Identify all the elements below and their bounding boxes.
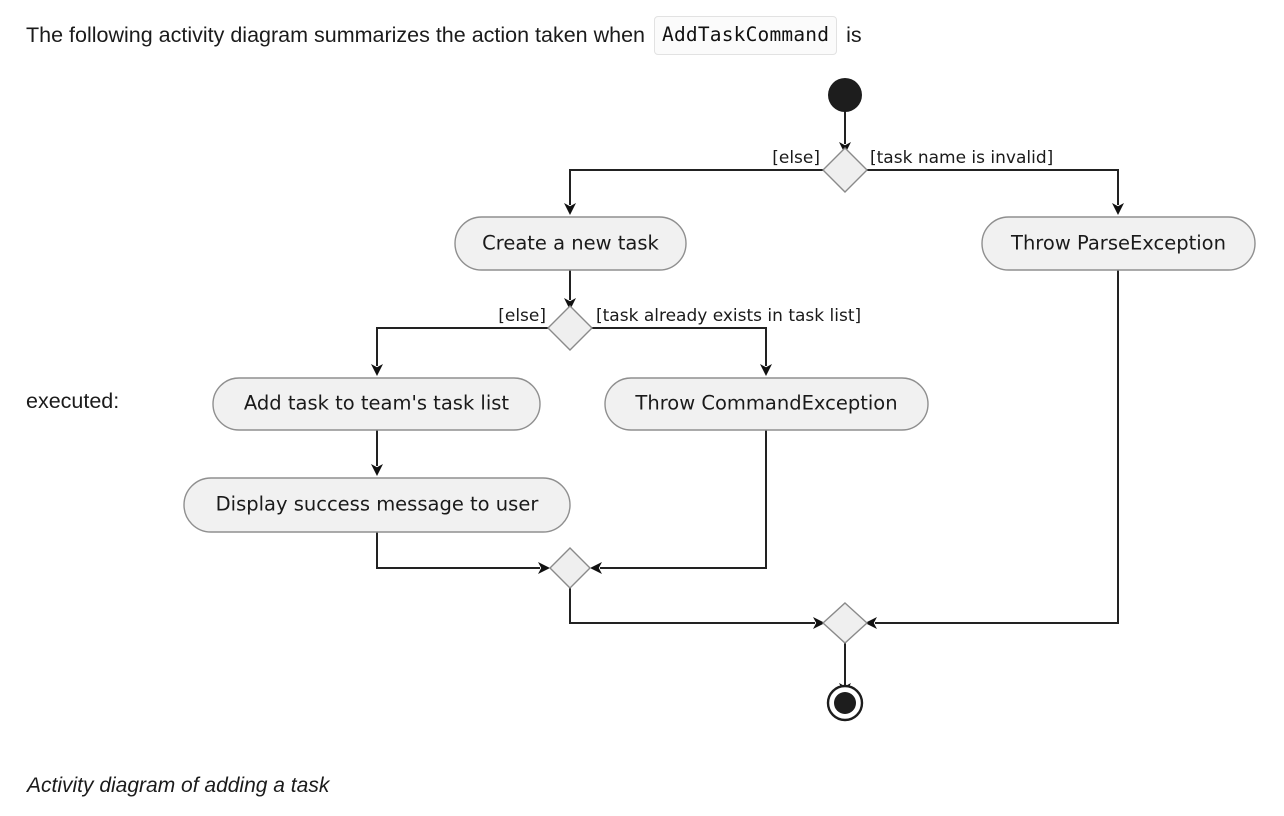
- display-success-box: [183, 477, 571, 533]
- decision-node-task-name-valid: [822, 147, 868, 193]
- inline-code-addtaskcommand: AddTaskCommand: [654, 16, 838, 55]
- decision1-diamond: [822, 147, 868, 193]
- action-create-a-new-task: Create a new task: [454, 216, 687, 271]
- add-task-label: Add task to team's task list: [244, 392, 510, 415]
- action-throw-parseexception: Throw ParseException: [981, 216, 1256, 271]
- edge-display-success-to-merge1: [376, 532, 550, 574]
- throw-command-box: [604, 377, 929, 431]
- decision-node-task-exists: [547, 305, 593, 351]
- figure-caption: Activity diagram of adding a task: [27, 774, 330, 797]
- edge-decision2-to-throw-command: [591, 327, 772, 376]
- intro-text-before: The following activity diagram summarize…: [26, 23, 646, 47]
- action-throw-commandexception: Throw CommandException: [604, 377, 929, 431]
- edge-decision1-to-throw-parse: [866, 169, 1124, 215]
- add-task-box: [212, 377, 541, 431]
- throw-parse-label: Throw ParseException: [1010, 232, 1226, 255]
- action-display-success-message: Display success message to user: [183, 477, 571, 533]
- edge-decision1-to-create-task: [564, 169, 824, 215]
- edge-decision2-to-add-task: [371, 327, 549, 376]
- guard-decision1-else: [else]: [772, 148, 820, 168]
- action-add-task-to-team-task-list: Add task to team's task list: [212, 377, 541, 431]
- throw-command-label: Throw CommandException: [634, 392, 897, 415]
- create-task-box: [454, 216, 687, 271]
- final-node-inner-dot: [834, 692, 856, 714]
- activity-diagram: [else] [task name is invalid] Create a n…: [0, 60, 1284, 750]
- initial-node: [828, 78, 862, 112]
- merge-node-1: [549, 547, 591, 589]
- guard-decision2-else: [else]: [498, 306, 546, 326]
- display-success-label: Display success message to user: [216, 493, 540, 516]
- edge-layer: [371, 111, 1124, 695]
- intro-continuation: executed:: [26, 389, 120, 413]
- edge-throw-command-to-merge1: [590, 430, 767, 574]
- edge-merge1-to-merge2: [569, 588, 825, 629]
- throw-parse-box: [981, 216, 1256, 271]
- guard-decision2-exists: [task already exists in task list]: [596, 306, 861, 326]
- final-node: [826, 684, 864, 722]
- merge-node-2: [821, 602, 869, 644]
- edge-throw-parse-to-merge2: [865, 270, 1119, 629]
- guard-decision1-invalid: [task name is invalid]: [870, 148, 1053, 168]
- intro-text-after: is: [846, 23, 862, 47]
- create-task-label: Create a new task: [482, 232, 659, 255]
- intro-paragraph: The following activity diagram summarize…: [26, 16, 862, 55]
- decision2-diamond: [547, 305, 593, 351]
